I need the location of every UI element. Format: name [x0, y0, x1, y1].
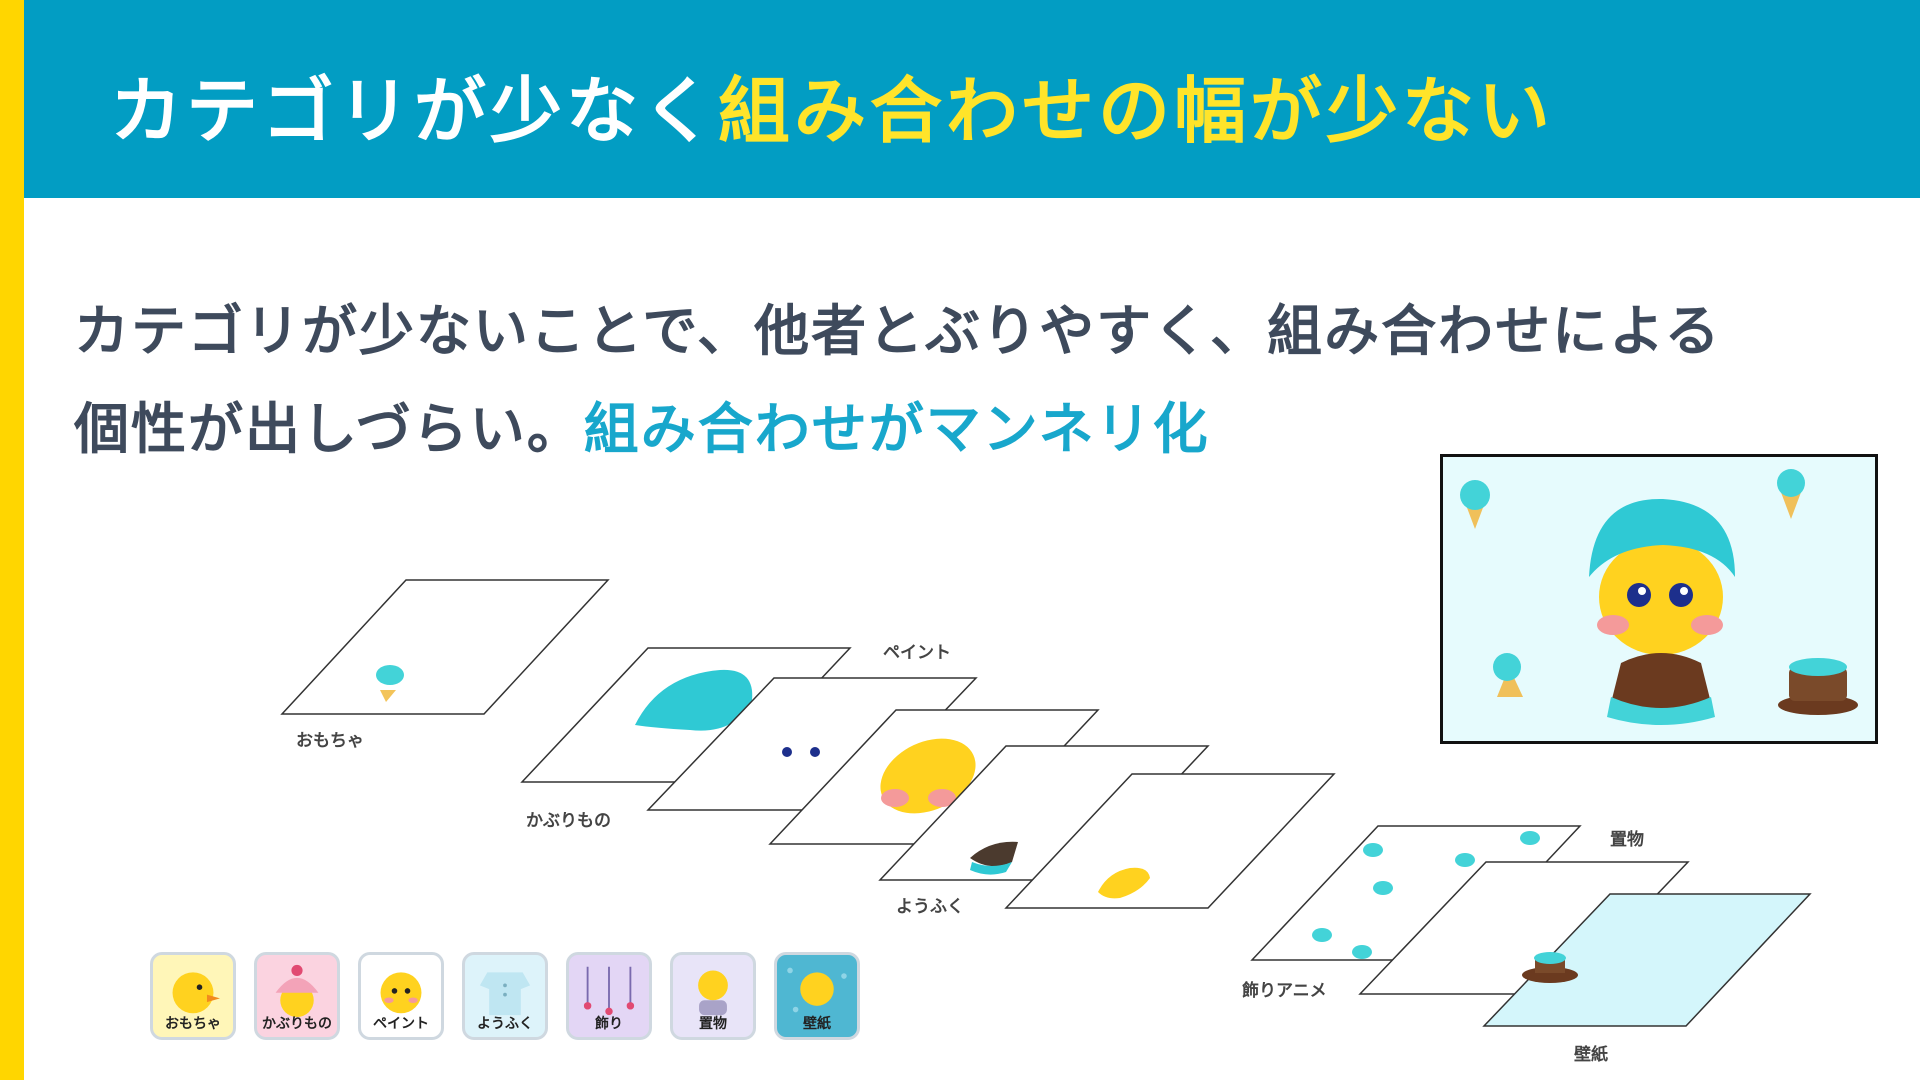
layer-label-headwear: かぶりもの [526, 811, 611, 831]
body-line-2-plain: 個性が出しづらい。 [74, 397, 584, 461]
header-band [24, 0, 1920, 198]
category-wallpaper[interactable]: 壁紙 [774, 952, 860, 1040]
ice-cream-icon [376, 665, 404, 702]
face-paint-icon [380, 972, 422, 1014]
body-line-2: 個性が出しづらい。組み合わせがマンネリ化 [74, 380, 1834, 478]
layer-deco-anime [1250, 825, 1582, 961]
layer-body [1004, 773, 1336, 909]
layer-label-paint: ペイント [883, 643, 951, 663]
layer-label-deco-anime: 飾りアニメ [1242, 980, 1327, 1001]
hair-icon [635, 669, 753, 731]
category-label: かぶりもの [262, 1016, 332, 1032]
face-icon [880, 738, 976, 814]
body-icon [1098, 867, 1150, 899]
shirt-icon [479, 972, 531, 1016]
floating-ice-cream-icons [1460, 469, 1805, 697]
eyes-icon [782, 747, 820, 757]
left-accent-bar [0, 0, 24, 1080]
category-label: 飾り [595, 1016, 623, 1032]
cake-decoration [1778, 658, 1858, 715]
category-label: 置物 [699, 1016, 727, 1032]
garland-icon [583, 966, 635, 1016]
figure-icon [698, 970, 728, 1016]
layer-toys [280, 579, 610, 715]
layer-label-clothes: ようふく [896, 897, 964, 917]
category-label: 壁紙 [803, 1016, 831, 1032]
category-clothes[interactable]: ようふく [462, 952, 548, 1040]
category-label: おもちゃ [165, 1016, 221, 1032]
knit-hat-icon [275, 964, 319, 1017]
category-ornaments[interactable]: 置物 [670, 952, 756, 1040]
category-label: ようふく [477, 1016, 533, 1032]
wallpaper-icon [787, 967, 847, 1013]
avatar-illustration [1460, 469, 1858, 725]
layer-label-ornaments: 置物 [1610, 829, 1644, 850]
body-text: カテゴリが少ないことで、他者とぶりやすく、組み合わせによる 個性が出しづらい。組… [74, 282, 1834, 478]
layer-label-wallpaper: 壁紙 [1574, 1044, 1608, 1065]
layer-paint [646, 677, 978, 811]
layer-label-toys: おもちゃ [296, 731, 364, 751]
category-paint[interactable]: ペイント [358, 952, 444, 1040]
body-line-2-accent: 組み合わせがマンネリ化 [583, 397, 1210, 461]
title-part-2-highlight: 組み合わせの幅が少ない [718, 69, 1555, 153]
category-decoration[interactable]: 飾り [566, 952, 652, 1040]
composite-preview [1440, 454, 1878, 744]
category-icon-row: おもちゃ かぶりもの ペイント ようふく 飾り 置物 壁紙 [150, 952, 860, 1040]
avatar-character [1589, 498, 1735, 725]
cake-icon [1522, 952, 1578, 983]
title-part-1: カテゴリが少なく [110, 69, 719, 153]
layer-wallpaper [1482, 893, 1812, 1027]
dress-icon [970, 841, 1018, 875]
category-toys[interactable]: おもちゃ [150, 952, 236, 1040]
slide-title: カテゴリが少なく組み合わせの幅が少ない [110, 52, 1554, 157]
duck-icon [172, 972, 220, 1014]
body-line-1: カテゴリが少ないことで、他者とぶりやすく、組み合わせによる [74, 299, 1722, 363]
category-headwear[interactable]: かぶりもの [254, 952, 340, 1040]
category-label: ペイント [373, 1016, 429, 1032]
layer-ornaments [1358, 861, 1690, 995]
